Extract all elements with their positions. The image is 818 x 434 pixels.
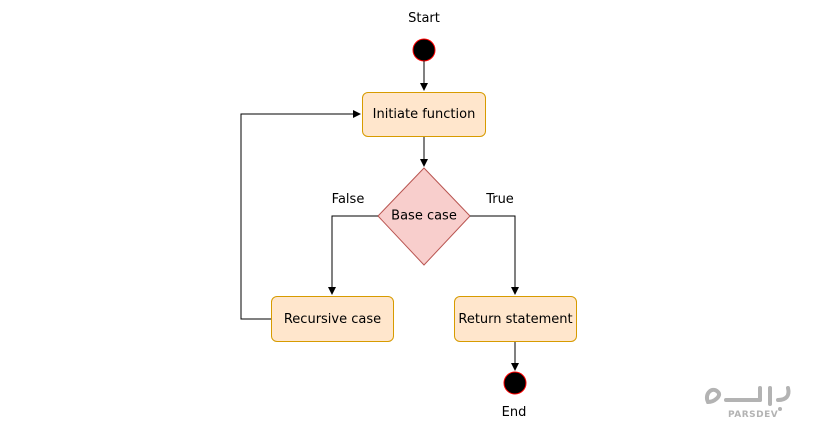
- parsdev-logo-icon: [705, 386, 791, 411]
- parsdev-watermark: PARSDEV: [700, 380, 792, 424]
- initiate-function-label: Initiate function: [372, 107, 476, 122]
- decision-label: Base case: [391, 208, 457, 224]
- false-edge-label: False: [331, 192, 365, 207]
- start-node: [412, 38, 436, 62]
- true-edge-label: True: [486, 192, 514, 207]
- start-label: Start: [408, 11, 440, 26]
- decision-node: [377, 167, 471, 266]
- edge-decision-recursive: [328, 215, 378, 295]
- edge-decision-return: [470, 215, 519, 295]
- return-statement-label: Return statement: [458, 311, 573, 327]
- initiate-function-box: Initiate function: [362, 92, 486, 137]
- edge-recursive-initiate: [240, 110, 361, 320]
- watermark-text: PARSDEV: [728, 410, 779, 420]
- end-label: End: [501, 405, 527, 420]
- recursive-case-box: Recursive case: [271, 296, 394, 342]
- return-statement-box: Return statement: [454, 296, 577, 342]
- recursive-case-label: Recursive case: [283, 311, 382, 327]
- end-node: [503, 371, 527, 395]
